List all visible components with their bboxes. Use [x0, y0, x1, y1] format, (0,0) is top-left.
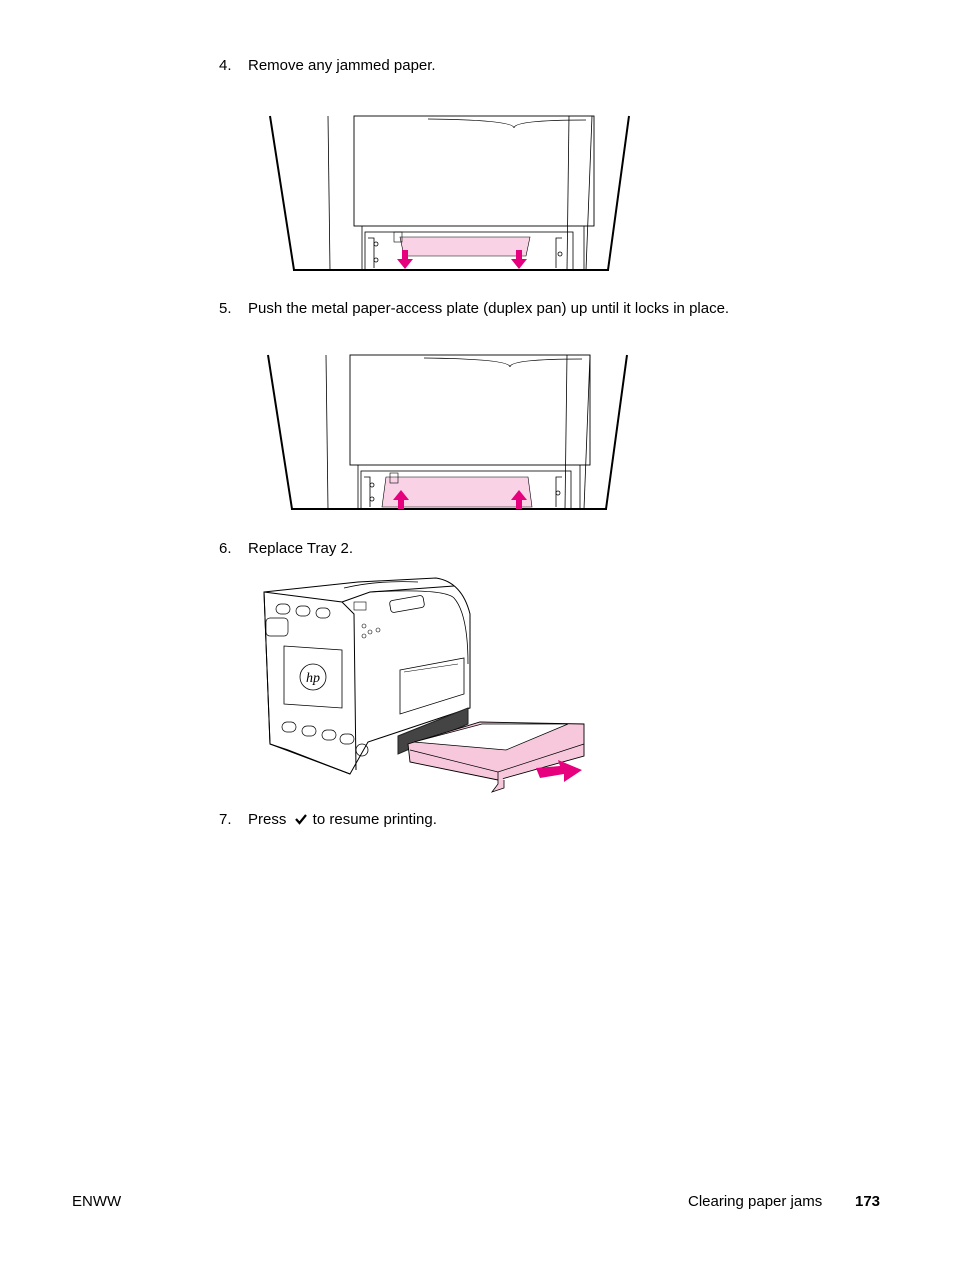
step-7: 7. Press to resume printing.: [219, 811, 437, 829]
arrow-down-icon: [397, 250, 413, 269]
step-5: 5. Push the metal paper-access plate (dup…: [219, 300, 729, 318]
remove-jammed-paper-figure: [269, 115, 630, 271]
step-6: 6. Replace Tray 2.: [219, 540, 353, 558]
step-text-before: Press: [248, 811, 291, 828]
hp-logo: [299, 663, 327, 691]
footer-document-code: ENWW: [72, 1193, 122, 1210]
hp-logo-text: hp: [306, 671, 320, 686]
arrow-up-icon: [511, 490, 527, 509]
footer-section-title: Clearing paper jams: [688, 1193, 823, 1210]
checkmark-icon: [294, 814, 307, 825]
step-text: Push the metal paper-access plate (duple…: [248, 300, 730, 317]
arrow-up-icon: [393, 490, 409, 509]
arrow-down-icon: [511, 250, 527, 269]
push-duplex-pan-figure: [267, 354, 628, 510]
step-4: 4. Remove any jammed paper.: [219, 57, 436, 75]
step-number: 5.: [219, 300, 232, 317]
step-text: Remove any jammed paper.: [248, 57, 436, 74]
step-text-after: to resume printing.: [308, 811, 437, 828]
step-number: 4.: [219, 57, 232, 74]
step-number: 6.: [219, 540, 232, 557]
arrow-push-icon: [536, 760, 582, 782]
tray-paper: [413, 723, 569, 751]
duplex-pan-plate: [381, 476, 533, 508]
footer-page-number: 173: [855, 1193, 881, 1210]
step-text: Replace Tray 2.: [248, 540, 354, 557]
replace-tray-figure: hp: [263, 577, 585, 793]
jammed-paper: [399, 236, 531, 257]
step-number: 7.: [219, 811, 232, 828]
